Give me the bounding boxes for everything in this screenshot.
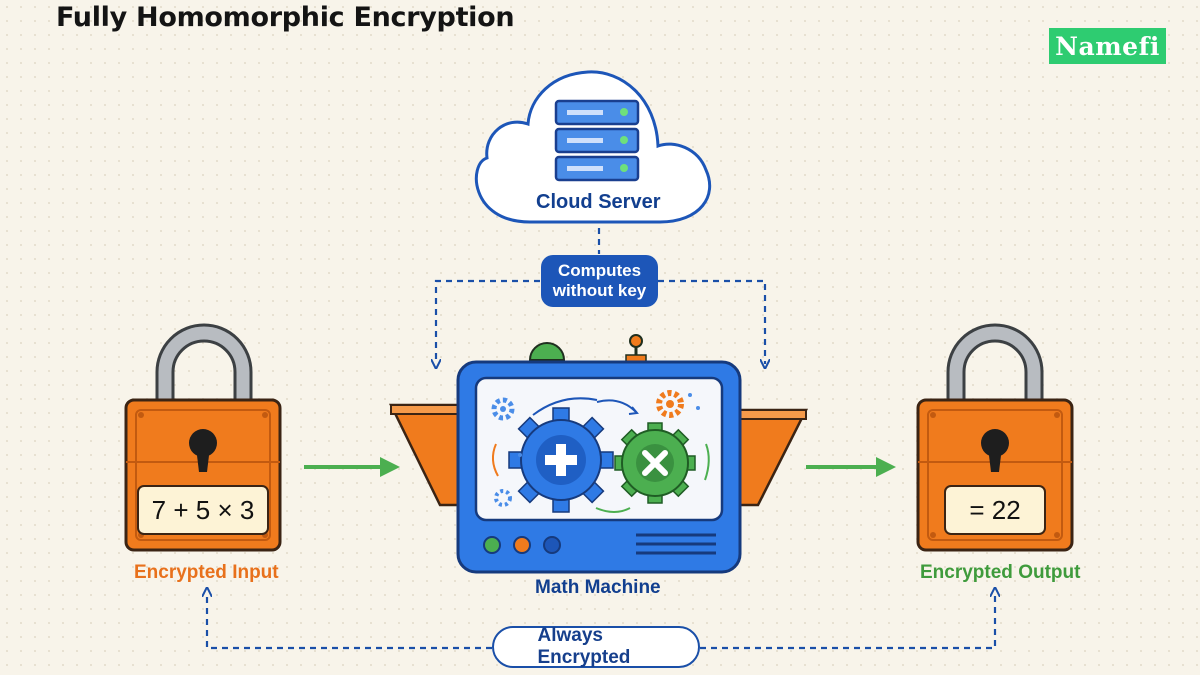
input-funnel bbox=[388, 403, 464, 507]
page-title: Fully Homomorphic Encryption bbox=[56, 2, 515, 33]
plus-gear-icon bbox=[508, 407, 614, 513]
encrypted-input-chest bbox=[124, 323, 282, 552]
output-result: = 22 bbox=[969, 495, 1021, 525]
encrypted-output-chest bbox=[916, 323, 1074, 552]
input-label: Encrypted Input bbox=[134, 562, 279, 583]
cloud-label: Cloud Server bbox=[536, 191, 661, 213]
always-encrypted-badge: Always Encrypted bbox=[492, 625, 700, 668]
compute-note-line2: without key bbox=[552, 281, 647, 300]
server-rack-icon bbox=[554, 99, 640, 182]
dashed-connectors bbox=[207, 228, 995, 650]
small-gear-icon bbox=[656, 390, 684, 418]
input-expression: 7 + 5 × 3 bbox=[151, 495, 255, 525]
flow-arrow-out bbox=[806, 457, 896, 477]
small-gear-icon bbox=[491, 397, 515, 421]
brand-logo: Namefi bbox=[1049, 28, 1166, 64]
compute-note-line1: Computes bbox=[557, 261, 642, 280]
math-machine bbox=[456, 334, 742, 574]
keyhole-icon bbox=[981, 429, 1009, 472]
motion-arcs bbox=[532, 397, 639, 416]
flow-arrow-in bbox=[304, 457, 400, 477]
small-gear-icon bbox=[494, 489, 512, 507]
multiply-gear-icon bbox=[614, 422, 696, 504]
compute-note-pill: Computes without key bbox=[541, 255, 658, 307]
machine-label: Math Machine bbox=[535, 577, 661, 598]
output-funnel bbox=[735, 408, 809, 507]
keyhole-icon bbox=[189, 429, 217, 472]
output-label: Encrypted Output bbox=[920, 562, 1081, 583]
badge-label: Always Encrypted bbox=[537, 625, 631, 668]
